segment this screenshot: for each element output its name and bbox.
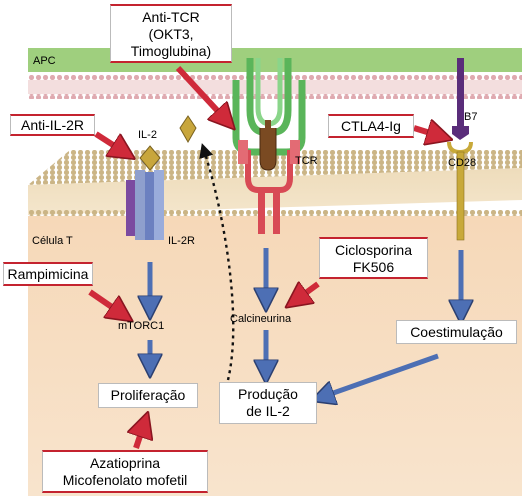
il2-label: IL-2 [138,129,157,141]
cyclosporin-box: Ciclosporina FK506 [319,237,428,279]
b7-cd28 [447,58,473,241]
anti-tcr-line-3: Timoglubina) [130,43,212,59]
mtorc1-label: mTORC1 [118,320,165,332]
tcr-label: TCR [295,155,318,167]
apc-bilayer-bottom [28,94,522,99]
cd28-label: CD28 [448,157,477,169]
il2-production-box: Produção de IL-2 [219,382,317,424]
anti-tcr-line-2: (OKT3, [148,26,194,42]
apc-membrane [28,48,522,72]
anti-il2r-box: Anti-IL-2R [10,114,95,136]
proliferation-box: Proliferação [98,383,198,408]
calcineurin-label: Calcineurina [230,313,292,325]
il2-ligand-bound [139,145,161,171]
azathioprine-box: Azatioprina Micofenolato mofetil [42,450,208,493]
inhibitor-arrows [88,65,440,449]
il2-secretion-arrow [199,143,235,381]
anti-tcr-box: Anti-TCR (OKT3, Timoglubina) [110,4,232,63]
apc-bilayer-top [28,75,522,80]
t-cell-label: Célula T [32,235,73,247]
rapamycin-box: Rampimicina [3,262,93,286]
signal-arrows [150,248,461,397]
t-cell-cytoplasm [28,216,522,496]
il2-ligand-free [179,115,197,144]
tcr-complex [232,58,306,234]
costimulation-box: Coestimulação [396,320,517,344]
ctla4-ig-box: CTLA4-Ig [328,114,414,138]
b7-label: B7 [464,111,478,123]
apc-label: APC [33,55,56,67]
il2r-label: IL-2R [168,235,195,247]
apc-bilayer-tails [28,80,522,94]
anti-tcr-line-1: Anti-TCR [142,9,200,25]
